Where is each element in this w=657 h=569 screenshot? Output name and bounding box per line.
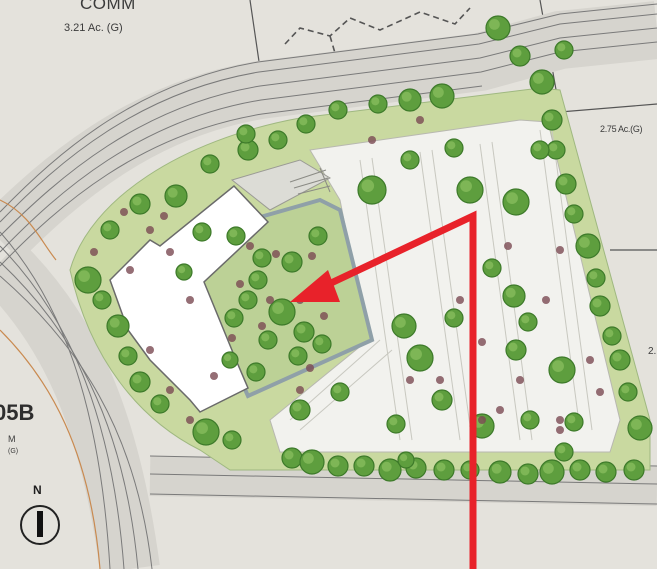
entry-drive: [230, 159, 332, 211]
parcel-top-name: COMM: [80, 0, 136, 13]
parcel-left-name: 05B: [0, 400, 35, 425]
parcel-left-sub1: M: [8, 434, 16, 444]
parcel-right-edge-label: 2.: [648, 346, 657, 357]
parcel-left-sub2: (G): [8, 448, 19, 455]
arrow-head-icon: [290, 270, 340, 302]
parcel-top-acres: 3.21 Ac. (G): [64, 22, 123, 34]
annotation-arrow: [307, 210, 477, 569]
parcel-right-acres: 2.75 Ac.(G): [600, 124, 643, 134]
north-letter: N: [33, 483, 42, 497]
north-arrow-icon: [20, 505, 60, 545]
tree-canopy: [74, 15, 653, 485]
